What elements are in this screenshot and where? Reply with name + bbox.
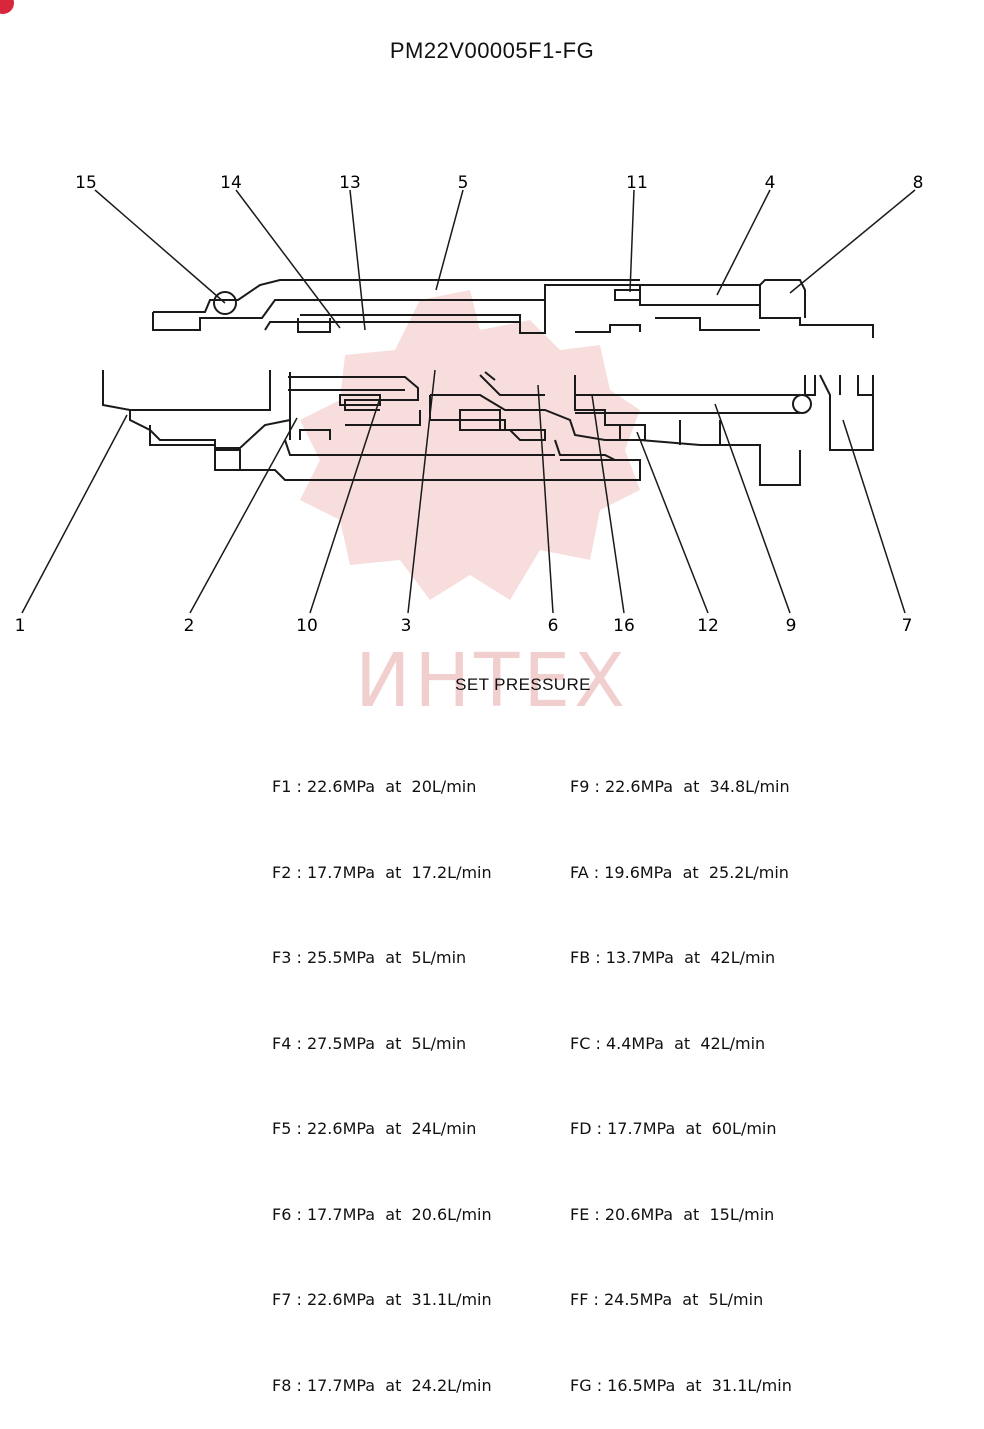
callout-1: 1 [15,616,26,636]
callout-2: 2 [184,616,195,636]
callout-8: 8 [913,173,924,193]
set-pressure-row: F6 : 17.7MPa at 20.6L/min [272,1204,492,1224]
set-pressure-row: F9 : 22.6MPa at 34.8L/min [570,777,790,796]
callout-3: 3 [401,616,412,636]
callout-6: 6 [548,616,559,636]
set-pressure-row: FD : 17.7MPa at 60L/min [570,1119,777,1138]
callout-7: 7 [902,616,913,636]
callout-15: 15 [75,173,97,193]
set-pressure-row: FA : 19.6MPa at 25.2L/min [570,862,789,882]
set-pressure-row: F2 : 17.7MPa at 17.2L/min [272,862,492,882]
set-pressure-row: F3 : 25.5MPa at 5L/min [272,948,467,967]
callout-4: 4 [765,173,776,193]
watermark-gear-icon [300,290,640,600]
callout-9: 9 [786,616,797,636]
set-pressure-row: FC : 4.4MPa at 42L/min [570,1033,766,1053]
set-pressure-row: F5 : 22.6MPa at 24L/min [272,1119,477,1138]
callout-5: 5 [458,173,469,193]
callout-11: 11 [626,173,648,193]
callout-10: 10 [296,616,318,636]
callout-14: 14 [220,173,242,193]
callout-12: 12 [697,616,719,636]
set-pressure-row: F1 : 22.6MPa at 20L/min [272,777,477,796]
corner-badge [0,0,14,14]
set-pressure-left-column: F1 : 22.6MPa at 20L/min F2 : 17.7MPa at … [272,716,492,1429]
valve-cross-section-diagram: 15 14 13 5 11 4 8 1 2 10 3 6 16 12 9 7 [15,173,924,636]
upper-housing-outline [152,284,874,338]
set-pressure-row: F7 : 22.6MPa at 31.1L/min [272,1290,492,1309]
set-pressure-row: FG : 16.5MPa at 31.1L/min [570,1375,792,1395]
set-pressure-right-column: F9 : 22.6MPa at 34.8L/min FA : 19.6MPa a… [570,716,792,1429]
set-pressure-row: F8 : 17.7MPa at 24.2L/min [272,1375,492,1395]
set-pressure-row: FB : 13.7MPa at 42L/min [570,948,776,967]
callout-16: 16 [613,616,635,636]
set-pressure-row: FF : 24.5MPa at 5L/min [570,1290,764,1309]
page-title: PM22V00005F1-FG [389,38,595,63]
set-pressure-row: F4 : 27.5MPa at 5L/min [272,1033,467,1053]
callout-13: 13 [339,173,361,193]
set-pressure-row: FE : 20.6MPa at 15L/min [570,1204,775,1224]
watermark-text: ИНТЕХ [355,638,629,724]
lower-housing-outline [102,370,271,411]
set-pressure-title: SET PRESSURE [455,675,591,694]
